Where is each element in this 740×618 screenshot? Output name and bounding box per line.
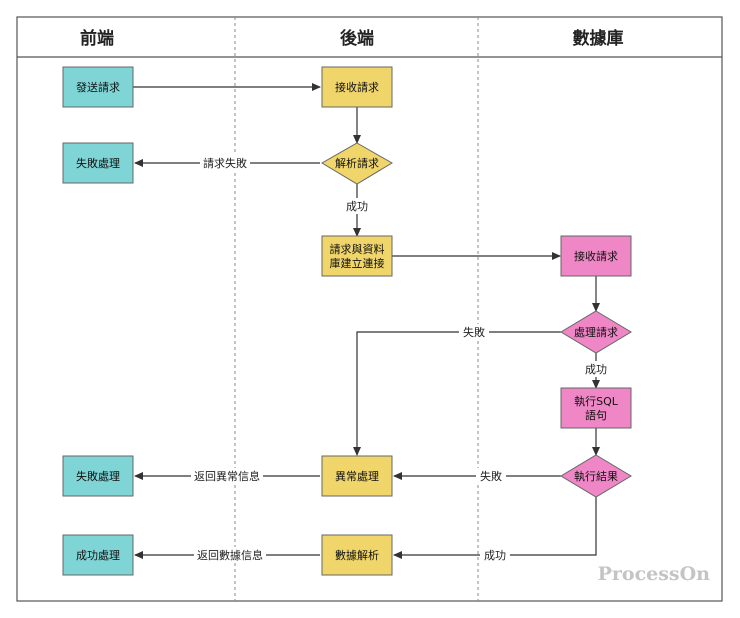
node-fail-handle-1 (62, 142, 134, 184)
edge-label-parse-success: 成功 (346, 200, 368, 213)
node-exec-sql (560, 387, 632, 429)
edge-label-bg (191, 468, 263, 484)
edge-result-success (393, 497, 597, 559)
edge-label-bg (581, 361, 611, 377)
node-parse-request (321, 142, 393, 185)
edge-label-bg (200, 155, 250, 171)
edge-label-bg (480, 547, 510, 563)
node-success-handle-label: 成功處理 (76, 548, 120, 562)
edge-label-return-exception: 返回異常信息 (194, 469, 260, 483)
edge-label-bg (194, 547, 266, 563)
node-db-receive (560, 235, 632, 277)
node-fail-handle-2 (62, 455, 134, 497)
node-db-receive-label: 接收請求 (574, 249, 618, 263)
edge-label-bg (459, 324, 489, 340)
node-data-parse (321, 534, 393, 576)
node-connect-db-label-1: 請求與資料 (330, 242, 385, 256)
node-connect-db (321, 235, 393, 277)
edge-label-process-success: 成功 (585, 363, 607, 376)
lane-title-frontend: 前端 (80, 28, 114, 49)
node-connect-db-label-2: 庫建立連接 (330, 256, 385, 270)
edge-label-result-success: 成功 (484, 549, 506, 562)
node-data-parse-label: 數據解析 (335, 548, 379, 562)
node-parse-request-label: 解析請求 (335, 156, 379, 170)
edge-label-result-fail: 失敗 (480, 469, 502, 483)
node-send-request (62, 66, 134, 108)
node-process-request-label: 處理請求 (574, 325, 618, 339)
node-exec-sql-label-1: 執行SQL (574, 395, 619, 408)
edge-label-process-fail: 失敗 (463, 325, 485, 339)
node-fail-handle-1-label: 失敗處理 (76, 156, 120, 170)
edge-label-bg (342, 198, 372, 214)
node-exception-handle (321, 455, 393, 497)
node-receive-request (321, 66, 393, 108)
processon-watermark: ProcessOn (598, 563, 711, 585)
edge-label-return-data: 返回數據信息 (197, 548, 263, 562)
diagram-frame (16, 16, 723, 602)
lane-title-backend: 後端 (340, 28, 374, 49)
lane-title-database: 數據庫 (573, 28, 624, 49)
node-success-handle (62, 534, 134, 576)
node-fail-handle-2-label: 失敗處理 (76, 469, 120, 483)
node-process-request (560, 310, 632, 354)
node-receive-request-label: 接收請求 (335, 80, 379, 94)
node-exec-sql-label-2: 語句 (585, 408, 607, 422)
node-exception-handle-label: 異常處理 (335, 469, 379, 483)
node-exec-result (560, 454, 632, 498)
edge-label-request-fail: 請求失敗 (203, 156, 247, 170)
node-send-request-label: 發送請求 (76, 80, 120, 94)
edge-process-fail (353, 331, 561, 456)
node-exec-result-label: 執行結果 (574, 469, 618, 483)
edge-label-bg (476, 468, 506, 484)
